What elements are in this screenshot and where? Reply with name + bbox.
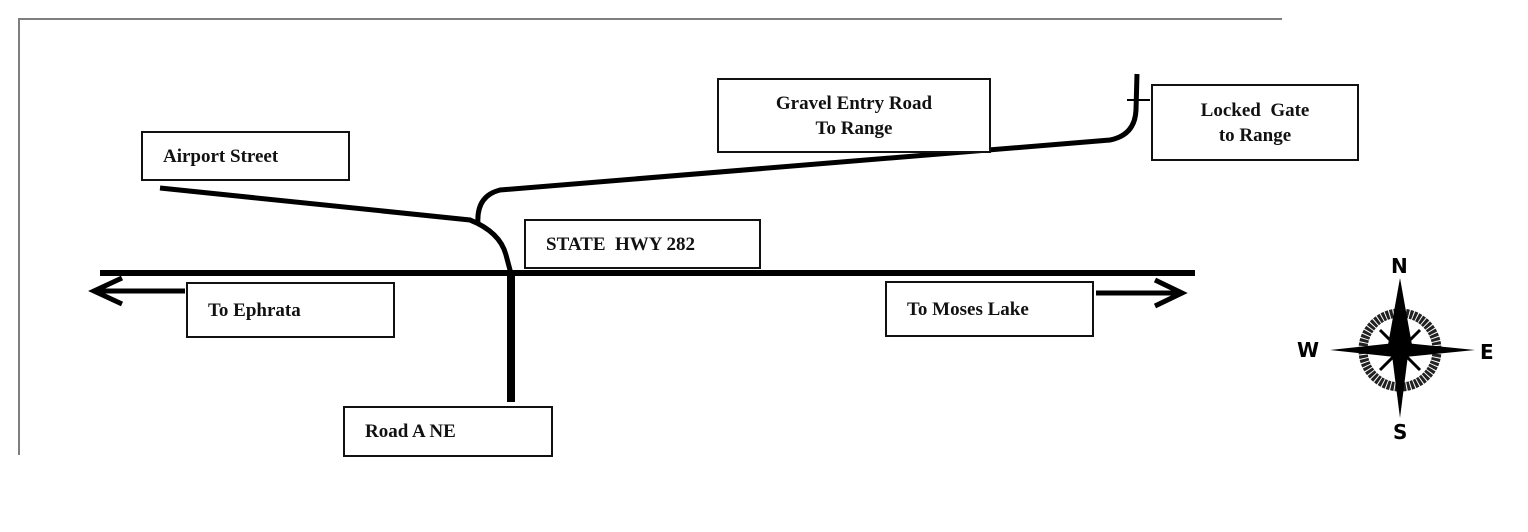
compass-south-label: S (1393, 420, 1408, 444)
compass-west-label: W (1297, 338, 1320, 362)
label-text: Airport Street (163, 145, 279, 167)
label-text: To Range (815, 117, 893, 139)
airport-street-road (159, 185, 514, 403)
label-text: Locked Gate (1200, 99, 1310, 121)
compass-east-label: E (1480, 340, 1494, 364)
road-a-ne-label: Road A NE (343, 406, 553, 457)
to-ephrata-label: To Ephrata (186, 282, 395, 338)
locked-gate-label: Locked Gate to Range (1151, 84, 1359, 161)
label-text: Gravel Entry Road (775, 92, 933, 114)
label-text: STATE HWY 282 (546, 233, 696, 255)
arrow-east-icon (1096, 277, 1188, 309)
compass-north-label: N (1391, 254, 1408, 278)
airport-street-label: Airport Street (141, 131, 350, 181)
label-text: to Range (1218, 124, 1292, 146)
label-text: To Ephrata (208, 299, 301, 321)
compass-rose-icon (1330, 278, 1475, 418)
to-moses-lake-label: To Moses Lake (885, 281, 1094, 337)
label-text: Road A NE (365, 421, 456, 442)
gravel-entry-road-label: Gravel Entry Road To Range (717, 78, 991, 153)
state-hwy-282-label: STATE HWY 282 (524, 219, 761, 269)
label-text: To Moses Lake (907, 298, 1029, 320)
gravel-entry-road (475, 73, 1140, 225)
arrow-west-icon (88, 275, 185, 307)
